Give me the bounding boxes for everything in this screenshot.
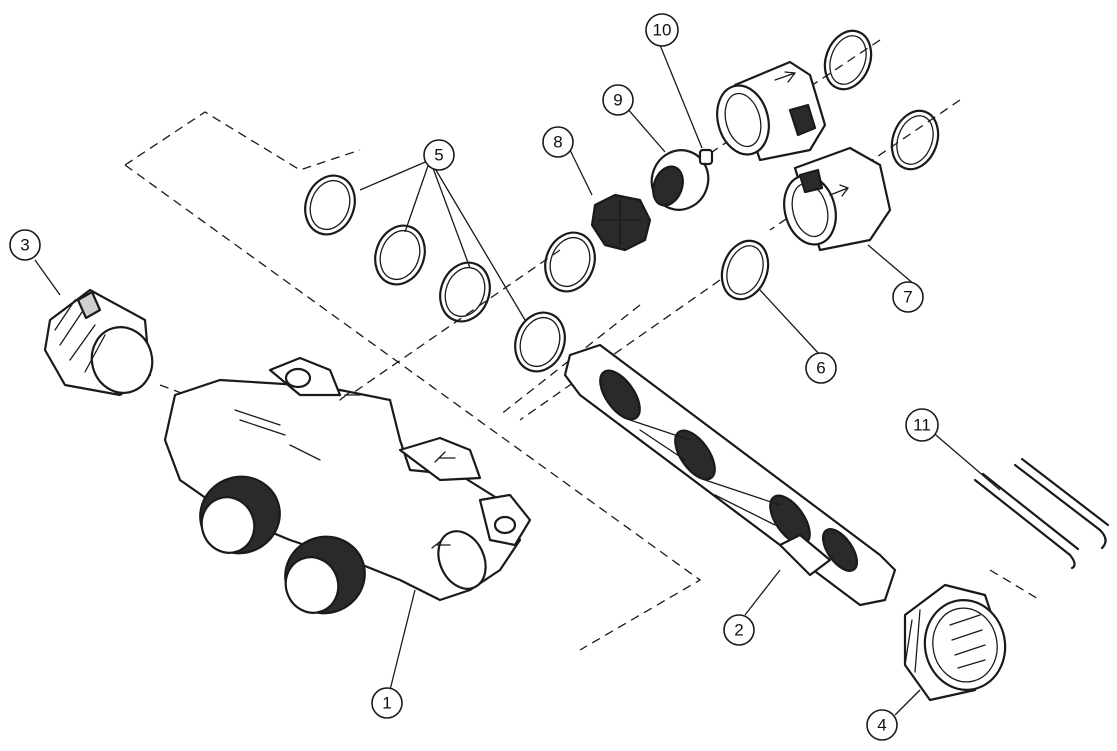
callout-3: 3 [9,229,41,261]
callout-7: 7 [892,281,924,313]
callout-8: 8 [542,126,574,158]
leader-lines [34,44,1001,716]
callout-9: 9 [602,84,634,116]
svg-text:10: 10 [653,21,672,40]
svg-text:4: 4 [877,716,886,735]
assembly-axis-lines [124,39,1041,651]
cartridge-o-rings-part-6 [720,29,940,301]
svg-text:1: 1 [382,694,391,713]
callout-10: 10 [645,13,679,47]
svg-text:3: 3 [20,236,29,255]
callout-2: 2 [723,614,755,646]
impeller-part-8 [590,193,652,252]
svg-text:6: 6 [816,359,825,378]
end-cap-part-3 [43,288,154,397]
bypass-knob-part-4 [903,583,1007,702]
svg-text:11: 11 [913,416,931,435]
svg-text:8: 8 [553,133,562,152]
pin-part-10 [698,148,714,166]
callout-4: 4 [866,709,898,741]
callout-6: 6 [805,352,837,384]
svg-text:9: 9 [613,91,622,110]
callout-1: 1 [371,687,403,719]
o-rings-part-5 [304,174,596,373]
valve-body-part-1 [163,356,532,615]
svg-text:2: 2 [734,621,743,640]
clips-part-11 [973,457,1110,570]
svg-text:5: 5 [434,146,443,165]
rotor-part-9 [650,149,710,211]
callout-11: 11 [905,408,939,442]
callout-5: 5 [423,139,455,171]
cartridges-part-7 [716,60,892,252]
svg-text:7: 7 [903,288,912,307]
bypass-stem-part-2 [563,343,897,607]
